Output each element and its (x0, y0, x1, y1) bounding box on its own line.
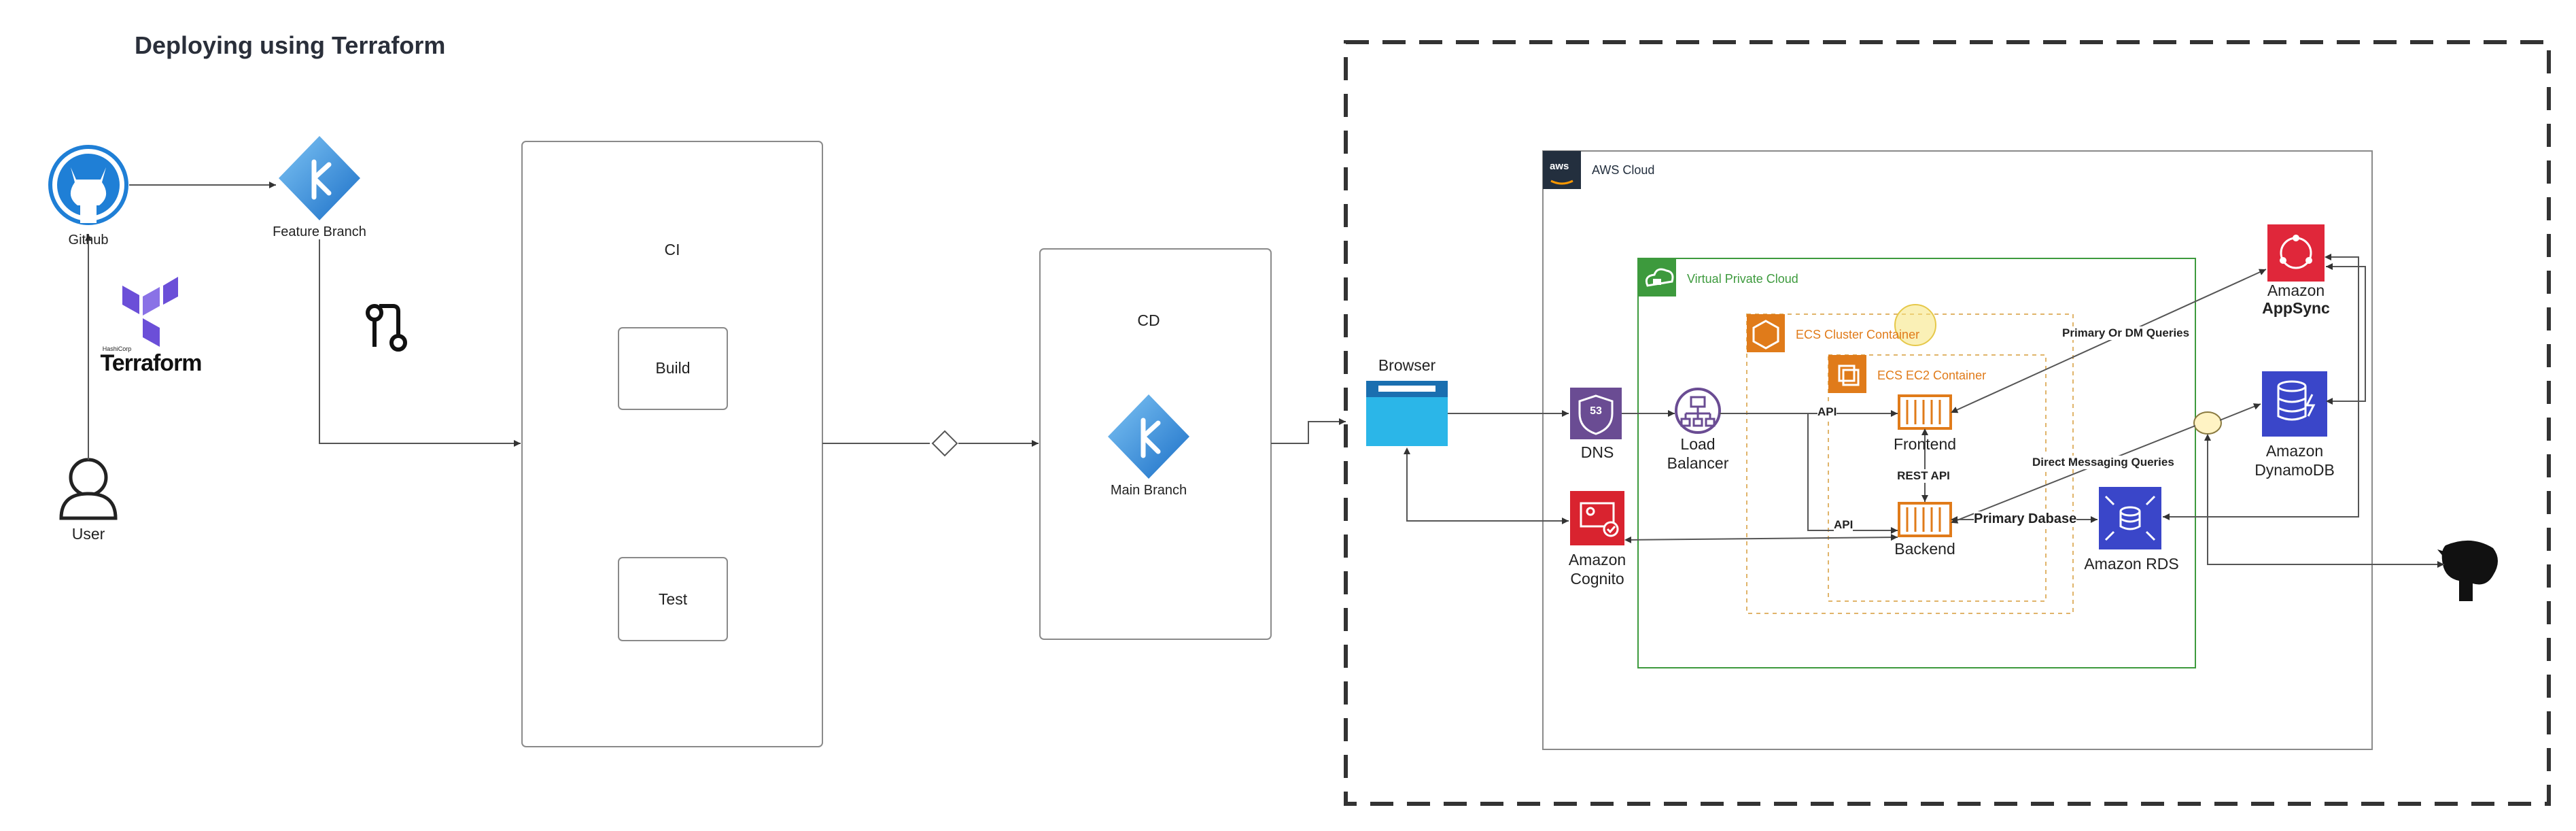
deployment-boundary (1344, 40, 2551, 806)
appsync-label-1: Amazon (2267, 282, 2325, 299)
edge-browser-cognito (1404, 447, 1569, 524)
ecs-ec2-group[interactable] (1828, 354, 2047, 602)
load-balancer-label-2: Balancer (1667, 454, 1729, 472)
edge-cd-aws (1271, 418, 1346, 444)
ecs-ec2-label: ECS EC2 Container (1877, 369, 1987, 382)
edge-label-api-top: API (1817, 405, 1837, 419)
ci-stage[interactable] (521, 141, 823, 747)
dns-badge-text: 53 (1590, 405, 1602, 417)
edge-label-primary-database: Primary Dabase (1974, 511, 2077, 527)
dynamodb-icon[interactable] (2262, 371, 2327, 437)
edge-label-primary-dm: Primary Or DM Queries (2062, 326, 2190, 340)
ecs-ec2-icon (1828, 355, 1866, 393)
pull-request-icon (366, 304, 407, 352)
edge-cognito-backend (1624, 534, 1898, 543)
github-icon[interactable] (48, 145, 128, 225)
user-icon[interactable] (59, 458, 118, 520)
terraform-vendor-label: HashiCorp (102, 345, 132, 352)
cursor-highlight (1894, 304, 1936, 346)
edge-label-api-bottom: API (1834, 518, 1853, 532)
cognito-label-1: Amazon (1568, 551, 1626, 569)
main-branch-icon[interactable] (1108, 394, 1189, 479)
terraform-wordmark: Terraform (100, 350, 202, 376)
backend-label: Backend (1894, 540, 1955, 558)
appsync-label-2: AppSync (2262, 299, 2330, 317)
backend-container-icon[interactable] (1898, 502, 1952, 537)
rds-label: Amazon RDS (2084, 555, 2179, 573)
dynamodb-label-2: DynamoDB (2255, 461, 2335, 479)
github-label: Github (68, 233, 109, 248)
gateway-diamond (931, 430, 958, 457)
aws-cloud-label: AWS Cloud (1592, 163, 1655, 177)
build-label: Build (655, 359, 691, 377)
cd-label: CD (1137, 311, 1160, 329)
cognito-icon[interactable] (1570, 491, 1624, 545)
edge-backend-junction (1951, 425, 2196, 524)
build-step[interactable] (618, 327, 728, 410)
aws-badge-text: aws (1550, 160, 1569, 172)
frontend-label: Frontend (1893, 435, 1957, 453)
edge-dynamo-appsync (2326, 263, 2366, 405)
browser-icon[interactable] (1366, 381, 1448, 446)
cognito-label-2: Cognito (1570, 570, 1624, 588)
user-label: User (71, 525, 105, 543)
rds-icon[interactable] (2099, 487, 2161, 549)
edge-feature-ci (319, 239, 521, 447)
browser-label: Browser (1378, 356, 1436, 374)
edge-label-rest-api: REST API (1897, 469, 1950, 483)
terraform-logo-icon (122, 277, 178, 347)
feature-branch-icon[interactable] (279, 136, 360, 220)
load-balancer-label-1: Load (1680, 435, 1716, 453)
dynamodb-label-1: Amazon (2265, 442, 2324, 460)
edge-lb-backend (1807, 413, 1898, 534)
frontend-container-icon[interactable] (1898, 394, 1952, 430)
dns-label: DNS (1580, 443, 1614, 461)
ci-label: CI (664, 241, 680, 258)
edge-label-direct-messaging: Direct Messaging Queries (2032, 456, 2174, 469)
dns-route53-icon[interactable] (1570, 388, 1622, 439)
test-label: Test (658, 590, 688, 608)
appsync-icon[interactable] (2267, 224, 2325, 282)
vpc-label: Virtual Private Cloud (1687, 272, 1798, 286)
junction-node (2193, 411, 2222, 435)
test-step[interactable] (618, 557, 728, 641)
main-branch-label: Main Branch (1110, 483, 1187, 498)
vpc-cloud-icon (1638, 258, 1676, 296)
feature-branch-label: Feature Branch (273, 224, 366, 239)
ecs-cluster-label: ECS Cluster Container (1796, 328, 1920, 341)
load-balancer-icon[interactable] (1675, 388, 1721, 434)
external-service-icon[interactable] (2437, 540, 2498, 601)
edge-appsync-rds (2163, 254, 2359, 520)
diagram-title: Deploying using Terraform (135, 31, 446, 59)
